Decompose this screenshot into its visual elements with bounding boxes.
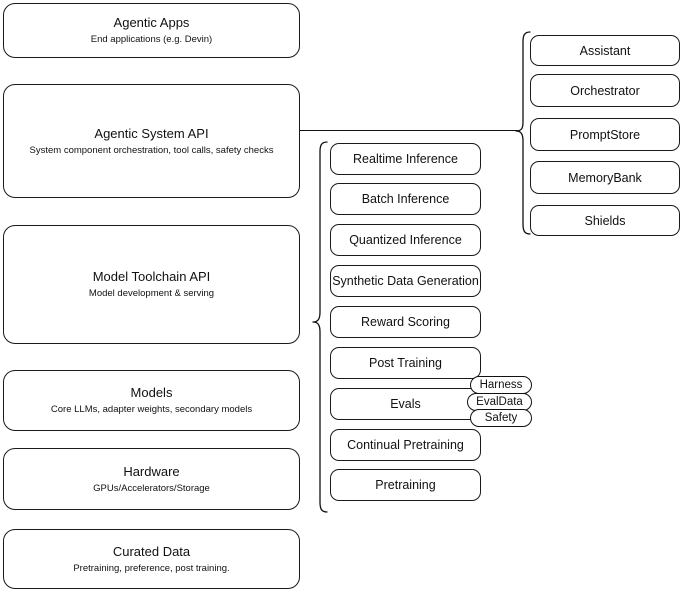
toolchain-chip-quantized-inference[interactable]: Quantized Inference <box>330 224 481 256</box>
layer-box-models[interactable]: Models Core LLMs, adapter weights, secon… <box>3 370 300 431</box>
chip-label: MemoryBank <box>568 170 642 185</box>
brace-agentic-system <box>515 31 531 235</box>
layer-subtitle: End applications (e.g. Devin) <box>90 34 213 45</box>
evals-pill-harness[interactable]: Harness <box>470 376 532 394</box>
chip-label: Post Training <box>369 356 442 370</box>
layer-subtitle: GPUs/Accelerators/Storage <box>93 482 210 494</box>
chip-label: Realtime Inference <box>353 152 458 166</box>
layer-box-model-toolchain-api[interactable]: Model Toolchain API Model development & … <box>3 225 300 344</box>
toolchain-chip-reward-scoring[interactable]: Reward Scoring <box>330 306 481 338</box>
brace-model-toolchain <box>312 141 328 513</box>
layer-title: Curated Data <box>112 543 191 559</box>
chip-label: Evals <box>390 397 421 411</box>
evals-pill-safety[interactable]: Safety <box>470 409 532 427</box>
chip-label: Shields <box>584 213 626 228</box>
toolchain-chip-pretraining[interactable]: Pretraining <box>330 469 481 501</box>
agentic-chip-orchestrator[interactable]: Orchestrator <box>530 74 680 107</box>
pill-label: Harness <box>479 379 523 391</box>
layer-subtitle: System component orchestration, tool cal… <box>29 144 274 156</box>
agentic-chip-memorybank[interactable]: MemoryBank <box>530 161 680 194</box>
toolchain-chip-continual-pretraining[interactable]: Continual Pretraining <box>330 429 481 461</box>
agentic-chip-promptstore[interactable]: PromptStore <box>530 118 680 151</box>
layer-title: Agentic Apps <box>113 15 190 30</box>
chip-label: Continual Pretraining <box>347 438 464 452</box>
pill-label: EvalData <box>476 396 523 408</box>
layer-box-agentic-apps[interactable]: Agentic Apps End applications (e.g. Devi… <box>3 3 300 58</box>
toolchain-chip-realtime-inference[interactable]: Realtime Inference <box>330 143 481 175</box>
agentic-chip-shields[interactable]: Shields <box>530 205 680 236</box>
layer-subtitle: Core LLMs, adapter weights, secondary mo… <box>50 404 253 415</box>
chip-label: Pretraining <box>375 478 436 492</box>
agentic-chip-assistant[interactable]: Assistant <box>530 35 680 66</box>
layer-box-curated-data[interactable]: Curated Data Pretraining, preference, po… <box>3 529 300 589</box>
toolchain-chip-synthetic-data-generation[interactable]: Synthetic Data Generation <box>330 265 481 297</box>
chip-label: Batch Inference <box>361 192 450 206</box>
chip-label: Synthetic Data Generation <box>332 274 479 288</box>
layer-box-hardware[interactable]: Hardware GPUs/Accelerators/Storage <box>3 448 300 510</box>
chip-label: Orchestrator <box>570 83 640 98</box>
connector-line-agentic-system-api <box>300 130 518 132</box>
layer-title: Model Toolchain API <box>92 269 211 284</box>
chip-label: Assistant <box>579 43 631 58</box>
layer-title: Agentic System API <box>94 125 209 141</box>
layer-title: Hardware <box>123 463 180 479</box>
chip-label: PromptStore <box>569 127 641 142</box>
chip-label: Reward Scoring <box>361 315 450 329</box>
layer-subtitle: Pretraining, preference, post training. <box>73 562 230 574</box>
toolchain-chip-post-training[interactable]: Post Training <box>330 347 481 379</box>
pill-label: Safety <box>484 412 518 424</box>
toolchain-chip-evals[interactable]: Evals <box>330 388 481 420</box>
toolchain-chip-batch-inference[interactable]: Batch Inference <box>330 183 481 215</box>
layer-title: Models <box>130 385 173 400</box>
layer-box-agentic-system-api[interactable]: Agentic System API System component orch… <box>3 84 300 198</box>
chip-label: Quantized Inference <box>349 233 462 247</box>
layer-subtitle: Model development & serving <box>88 288 215 299</box>
